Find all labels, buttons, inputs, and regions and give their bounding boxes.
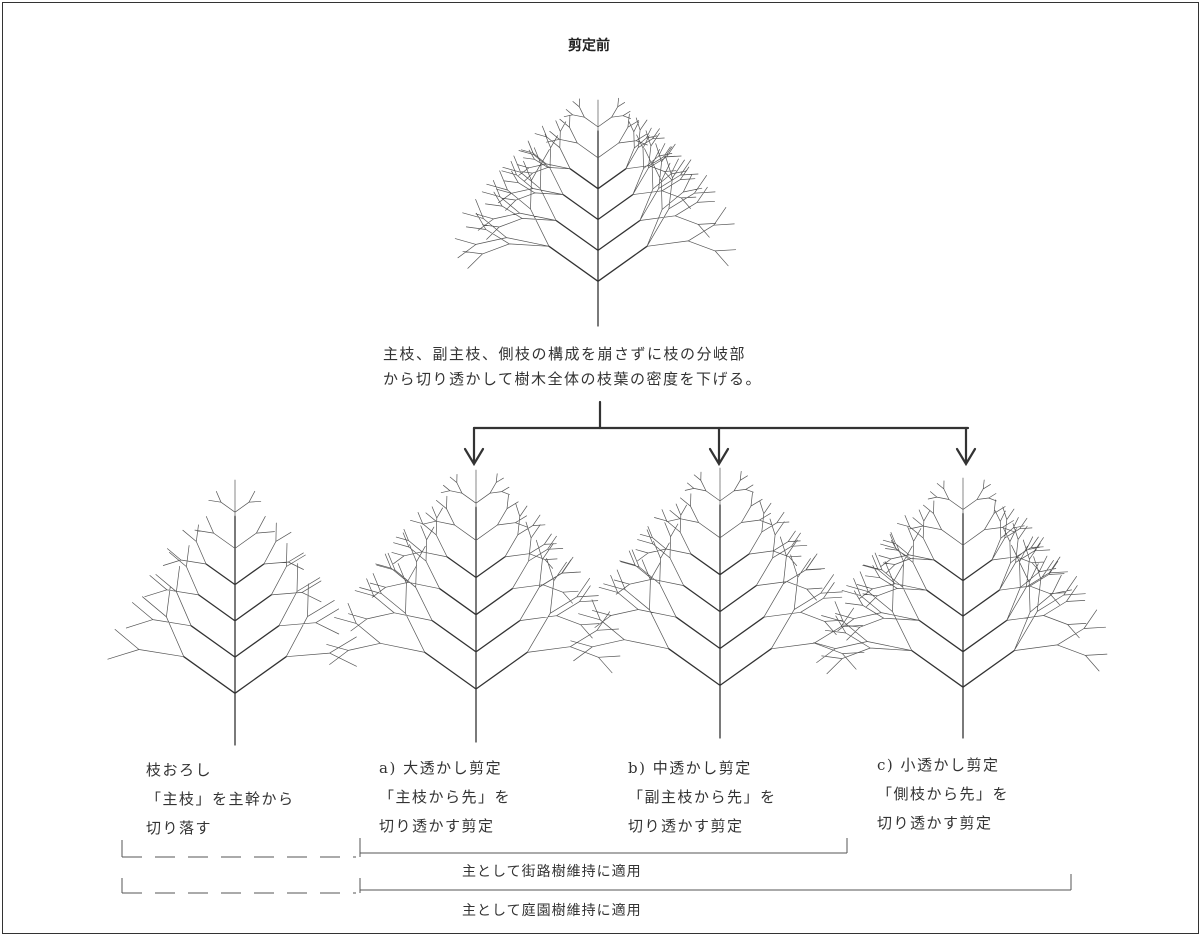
caption-small-thinning: c) 小透かし剪定 「側枝から先」を 切り透かす剪定 xyxy=(877,751,1009,838)
tree-branch-removal xyxy=(107,479,357,746)
tree-large-thinning xyxy=(326,469,621,743)
caption-line: a) 大透かし剪定 xyxy=(379,759,503,777)
caption-line: 枝おろし xyxy=(146,761,213,779)
tree-medium-thinning xyxy=(570,467,865,739)
caption-line: c) 小透かし剪定 xyxy=(877,756,1000,774)
tree-small-thinning xyxy=(813,477,1108,739)
caption-medium-thinning: b) 中透かし剪定 「副主枝から先」を 切り透かす剪定 xyxy=(628,754,777,841)
tree-before-pruning xyxy=(454,97,737,327)
arrow-down-icon xyxy=(708,426,730,467)
description-line: から切り透かして樹木全体の枝葉の密度を下げる。 xyxy=(383,370,763,388)
scope-brackets xyxy=(121,838,1072,894)
description-line: 主枝、副主枝、側枝の構成を崩さずに枝の分岐部 xyxy=(383,345,747,363)
tree-illustrations xyxy=(107,97,1108,746)
caption-line: 切り透かす剪定 xyxy=(628,817,744,835)
caption-line: 切り透かす剪定 xyxy=(379,817,495,835)
caption-branch-removal: 枝おろし 「主枝」を主幹から 切り落す xyxy=(146,756,295,843)
diagram-title: 剪定前 xyxy=(568,38,610,54)
arrow-down-icon xyxy=(463,426,485,467)
caption-line: b) 中透かし剪定 xyxy=(628,759,752,777)
caption-line: 切り落す xyxy=(146,819,213,837)
caption-line: 「主枝から先」を xyxy=(379,788,512,806)
arrow-connectors xyxy=(463,400,977,467)
caption-line: 切り透かす剪定 xyxy=(877,814,993,832)
caption-line: 「側枝から先」を xyxy=(877,785,1010,803)
scope-garden-label: 主として庭園樹維持に適用 xyxy=(462,903,642,919)
caption-line: 「主枝」を主幹から xyxy=(146,790,295,808)
caption-large-thinning: a) 大透かし剪定 「主枝から先」を 切り透かす剪定 xyxy=(379,754,511,841)
caption-line: 「副主枝から先」を xyxy=(628,788,777,806)
arrow-down-icon xyxy=(955,426,977,467)
scope-street-label: 主として街路樹維持に適用 xyxy=(462,864,642,880)
description-text: 主枝、副主枝、側枝の構成を崩さずに枝の分岐部 から切り透かして樹木全体の枝葉の密… xyxy=(383,342,762,392)
